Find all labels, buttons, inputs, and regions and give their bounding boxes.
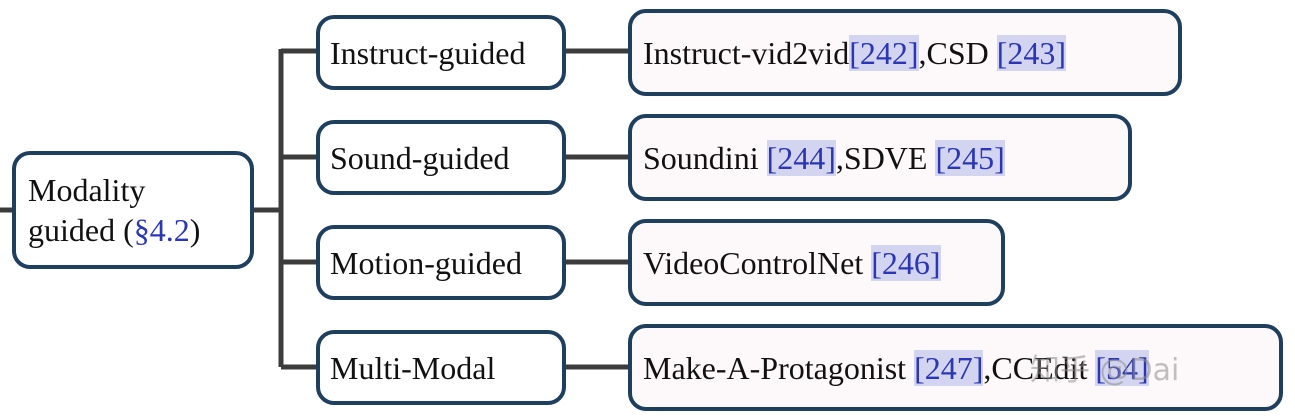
citation-link[interactable]: [247] [914, 349, 984, 386]
method-name: CCEdit [991, 349, 1096, 386]
citation-link[interactable]: [246] [871, 244, 941, 281]
branch-node-sound-guided: Sound-guided [316, 120, 566, 195]
citation-link[interactable]: [245] [935, 139, 1005, 176]
root-line2-suffix: ) [189, 212, 201, 248]
method-name: Instruct-vid2vid [643, 34, 850, 71]
method-item: SDVE [245] [844, 138, 1005, 178]
section-ref-link[interactable]: §4.2 [133, 212, 190, 248]
method-item: Soundini [244], [643, 138, 844, 178]
root-line1: Modality [28, 172, 146, 208]
branch-label: Multi-Modal [330, 349, 496, 386]
leaf-node-motion-guided: VideoControlNet [246] [628, 219, 1005, 306]
leaf-node-sound-guided: Soundini [244], SDVE [245] [628, 114, 1132, 201]
method-name: Soundini [643, 139, 767, 176]
branch-node-multi-modal: Multi-Modal [316, 330, 566, 405]
citation-link[interactable]: [244] [766, 139, 836, 176]
root-line2: guided (§4.2) [28, 210, 200, 250]
branch-node-instruct-guided: Instruct-guided [316, 15, 566, 90]
item-separator: , [983, 349, 992, 386]
root-label: Modality guided (§4.2) [28, 170, 200, 250]
citation-link[interactable]: [54] [1095, 349, 1149, 386]
method-item: VideoControlNet [246] [643, 243, 941, 283]
citation-link[interactable]: [242] [849, 34, 919, 71]
leaf-node-multi-modal: Make-A-Protagonist [247], CCEdit [54] [628, 324, 1283, 411]
root-line2-prefix: guided ( [28, 212, 134, 248]
citation-link[interactable]: [243] [996, 34, 1067, 71]
item-separator: , [918, 34, 927, 71]
watermark-text: 知乎 @Dai [1030, 353, 1180, 388]
branch-node-motion-guided: Motion-guided [316, 225, 566, 300]
branch-label: Motion-guided [330, 244, 522, 281]
method-item: Make-A-Protagonist [247], [643, 348, 991, 388]
method-item: CCEdit [54] [991, 348, 1149, 388]
branch-label: Sound-guided [330, 139, 510, 176]
item-separator: , [835, 139, 844, 176]
method-name: CSD [926, 34, 997, 71]
method-name: VideoControlNet [643, 244, 872, 281]
branch-label: Instruct-guided [330, 34, 526, 71]
method-item: Instruct-vid2vid[242], [643, 33, 927, 73]
method-name: SDVE [843, 139, 936, 176]
leaf-node-instruct-guided: Instruct-vid2vid[242], CSD [243] [628, 9, 1182, 96]
root-node: Modality guided (§4.2) [12, 151, 254, 269]
method-item: CSD [243] [927, 33, 1067, 73]
method-name: Make-A-Protagonist [643, 349, 915, 386]
